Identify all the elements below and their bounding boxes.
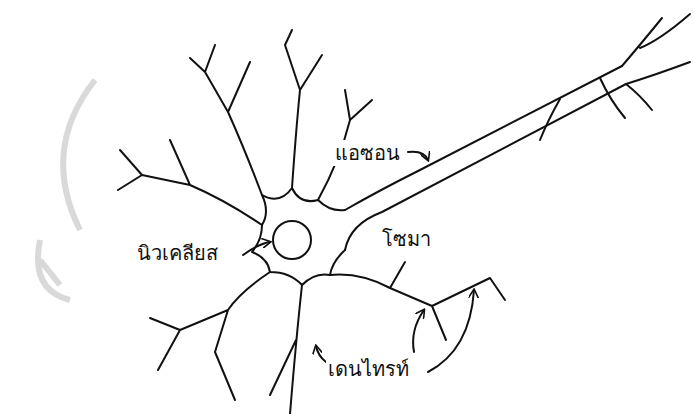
part-label: แอซอน xyxy=(333,140,402,166)
part-label: เดนไทรท์ xyxy=(326,356,411,382)
watermark xyxy=(38,80,95,300)
neuron-drawing xyxy=(118,14,690,414)
part-label: นิวเคลียส xyxy=(135,240,220,266)
part-label: โซมา xyxy=(380,226,433,252)
